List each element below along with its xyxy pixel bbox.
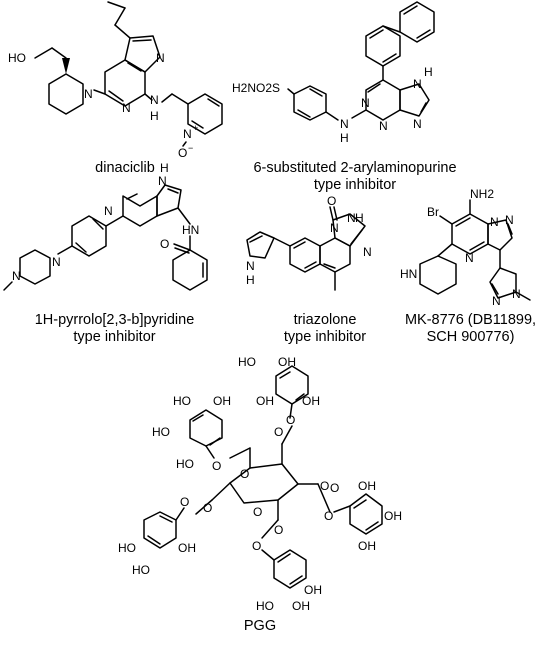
compound-label-dinaciclib: dinaciclib bbox=[55, 160, 195, 177]
atom-n: N bbox=[347, 211, 356, 225]
atom-br: Br bbox=[427, 205, 439, 219]
label-line: type inhibitor bbox=[73, 329, 156, 345]
atom-n: N bbox=[246, 259, 255, 273]
atom-charge: − bbox=[188, 143, 193, 153]
atom-o: O bbox=[160, 237, 169, 251]
atom-n: N bbox=[150, 93, 159, 107]
label-line: 6-substituted 2-arylaminopurine bbox=[253, 160, 457, 176]
pyrrolopyridine-structure bbox=[3, 184, 208, 291]
atom-oh: OH bbox=[213, 394, 231, 408]
atom-charge: + bbox=[193, 123, 198, 133]
atom-o: O bbox=[330, 481, 339, 495]
atom-oh: OH bbox=[302, 394, 320, 408]
atom-n: N bbox=[379, 119, 388, 133]
atom-sulfonamide: H2NO2S bbox=[232, 81, 280, 95]
atom-ho: HO bbox=[118, 541, 136, 555]
atom-oh: OH bbox=[256, 394, 274, 408]
label-line: 1H-pyrrolo[2,3-b]pyridine bbox=[34, 312, 195, 328]
atom-n: N bbox=[512, 287, 521, 301]
atom-ho: HO bbox=[238, 355, 256, 369]
atom-n: N bbox=[183, 127, 192, 141]
atom-n: N bbox=[122, 101, 131, 115]
atom-o: O bbox=[274, 523, 283, 537]
atom-oh: OH bbox=[384, 509, 402, 523]
atom-o: O bbox=[286, 413, 295, 427]
atom-o: O bbox=[240, 467, 249, 481]
atom-n: N bbox=[465, 251, 474, 265]
atom-o: O bbox=[212, 459, 221, 473]
atom-h: H bbox=[424, 65, 433, 79]
arylaminopurine-structure bbox=[287, 1, 435, 121]
atom-h: H bbox=[246, 273, 255, 287]
atom-oh: OH bbox=[278, 355, 296, 369]
atom-ho: HO bbox=[8, 51, 26, 65]
compound-label-triazolone: triazolone type inhibitor bbox=[265, 312, 385, 346]
label-line: SCH 900776) bbox=[426, 329, 515, 345]
atom-o: O bbox=[320, 479, 329, 493]
mk8776-structure bbox=[419, 199, 531, 301]
atom-n: N bbox=[413, 77, 422, 91]
atom-ho: HO bbox=[132, 563, 150, 577]
label-line: MK-8776 (DB11899, bbox=[404, 312, 537, 328]
atom-oh: OH bbox=[358, 479, 376, 493]
compound-label-pyrrolopyridine: 1H-pyrrolo[2,3-b]pyridine type inhibitor bbox=[2, 312, 227, 346]
atom-h: H bbox=[150, 109, 159, 123]
atom-ho: HO bbox=[256, 599, 274, 613]
atom-n: N bbox=[490, 215, 499, 229]
atom-hn: HN bbox=[400, 267, 417, 281]
triazolone-structure bbox=[246, 206, 366, 291]
atom-oh: OH bbox=[292, 599, 310, 613]
atom-hn: HN bbox=[182, 223, 199, 237]
atom-ho: HO bbox=[173, 394, 191, 408]
atom-n: N bbox=[492, 294, 501, 308]
atom-h: H bbox=[355, 211, 364, 225]
label-line: type inhibitor bbox=[283, 329, 367, 345]
atom-n: N bbox=[330, 221, 339, 235]
atom-o: O bbox=[274, 425, 283, 439]
atom-o: O bbox=[324, 509, 333, 523]
atom-oh: OH bbox=[178, 541, 196, 555]
compound-label-pgg: PGG bbox=[225, 618, 295, 635]
label-line: PGG bbox=[243, 618, 277, 634]
atom-n: N bbox=[104, 204, 113, 218]
atom-n: N bbox=[156, 51, 165, 65]
atom-h: H bbox=[160, 161, 169, 175]
label-line: triazolone bbox=[293, 312, 357, 328]
atom-n: N bbox=[505, 213, 514, 227]
atom-ho: HO bbox=[176, 457, 194, 471]
atom-oh: OH bbox=[304, 583, 322, 597]
atom-n: N bbox=[52, 255, 61, 269]
label-line: dinaciclib bbox=[95, 160, 155, 176]
atom-nh2: NH2 bbox=[470, 187, 494, 201]
atom-h: H bbox=[340, 131, 349, 145]
atom-o: O bbox=[327, 194, 336, 208]
compound-label-arylaminopurine: 6-substituted 2-arylaminopurine type inh… bbox=[230, 160, 480, 194]
atom-o: O bbox=[180, 495, 189, 509]
dinaciclib-structure bbox=[34, 1, 223, 135]
atom-o: O bbox=[252, 539, 261, 553]
atom-n: N bbox=[12, 269, 21, 283]
atom-n: N bbox=[363, 245, 372, 259]
atom-o: O bbox=[178, 146, 187, 160]
atom-n: N bbox=[413, 117, 422, 131]
label-line: type inhibitor bbox=[313, 177, 397, 193]
pgg-structure bbox=[143, 365, 383, 589]
atom-ho: HO bbox=[152, 425, 170, 439]
atom-n: N bbox=[158, 174, 167, 188]
atom-n: N bbox=[361, 96, 370, 110]
compound-label-mk8776: MK-8776 (DB11899, SCH 900776) bbox=[393, 312, 548, 346]
atom-o: O bbox=[203, 501, 212, 515]
atom-n: N bbox=[340, 117, 349, 131]
atom-o: O bbox=[253, 505, 262, 519]
atom-n: N bbox=[84, 87, 93, 101]
atom-oh: OH bbox=[358, 539, 376, 553]
